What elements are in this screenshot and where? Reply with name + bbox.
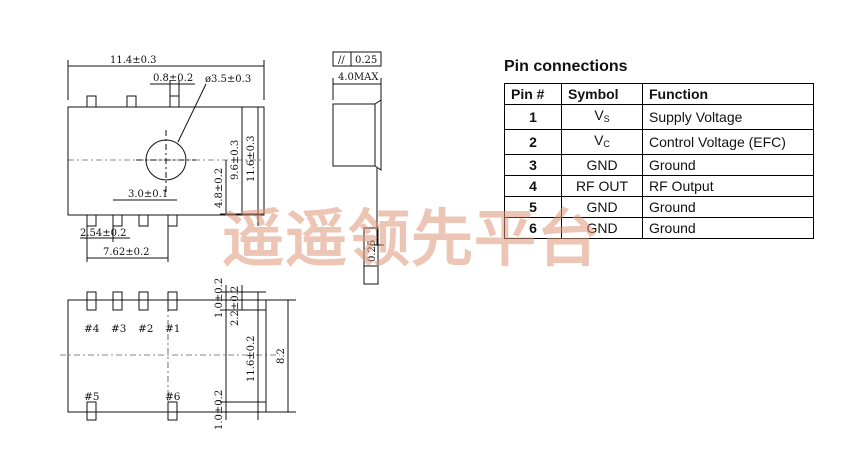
pin-label: #1: [165, 323, 180, 335]
watermark: 遥遥领先平台: [222, 202, 601, 275]
bottom-pin: [167, 214, 178, 227]
dim-parallel-tol: 0.25: [355, 55, 377, 66]
dim-inner: 8.2: [276, 348, 287, 364]
dim-pin-len-top: 1.0±0.2: [214, 278, 225, 318]
table-header-row: Pin # Symbol Function: [504, 83, 814, 105]
table-row: 1 VS Supply Voltage: [504, 104, 814, 130]
dim-pitch: 2.54±0.2: [80, 228, 127, 239]
col-header-pin: Pin #: [504, 83, 562, 105]
cell-symbol: GND: [561, 154, 643, 176]
bottom-view-body: [67, 299, 267, 413]
bottom-pin-pad: [167, 401, 178, 421]
table-row: 6 GND Ground: [504, 217, 814, 239]
cell-function: Ground: [642, 217, 814, 239]
cell-symbol: VS: [561, 104, 643, 130]
table-row: 4 RF OUT RF Output: [504, 175, 814, 197]
bottom-pin: [112, 214, 123, 227]
dim-height-11-6: 11.6±0.3: [246, 135, 257, 182]
pin-label: #5: [84, 391, 99, 403]
pin-label: #3: [111, 323, 126, 335]
cell-symbol: GND: [561, 217, 643, 239]
cell-function: Control Voltage (EFC): [642, 129, 814, 155]
cell-pin: 3: [504, 154, 562, 176]
parallel-symbol: //: [338, 55, 345, 66]
table-row: 2 VC Control Voltage (EFC): [504, 129, 814, 155]
bottom-pin-pad: [112, 291, 123, 311]
bottom-pin-pad: [86, 291, 97, 311]
top-pin: [86, 95, 97, 108]
top-pin: [169, 95, 180, 108]
top-view-body: [67, 106, 265, 216]
side-view-body: [332, 103, 376, 167]
dim-height-9-6: 9.6±0.3: [230, 140, 241, 180]
col-header-function: Function: [642, 83, 814, 105]
cell-symbol: VC: [561, 129, 643, 155]
section-title: Pin connections: [504, 58, 628, 75]
flatness-tolerance-frame: [363, 227, 379, 285]
dim-span: 7.62±0.2: [103, 247, 150, 258]
dim-height-4-8: 4.8±0.2: [214, 168, 225, 208]
pin-label: #2: [138, 323, 153, 335]
pin-label: #6: [165, 391, 181, 403]
dim-width: 11.4±0.3: [110, 55, 157, 66]
bottom-pin-pad: [86, 401, 97, 421]
dim-pin-len-bottom: 1.0±0.2: [214, 390, 225, 430]
dim-hole: ø3.5±0.3: [205, 74, 251, 85]
cell-pin: 2: [504, 129, 562, 155]
dim-flat-tol: 0.25: [367, 240, 378, 262]
pin-table: Pin # Symbol Function 1 VS Supply Voltag…: [504, 83, 814, 239]
pin-label: #4: [84, 323, 100, 335]
dim-pin-len-top2: 2.2±0.2: [230, 286, 241, 326]
col-header-symbol: Symbol: [561, 83, 643, 105]
parallel-tolerance-frame: [332, 51, 382, 67]
dim-body-height: 11.6±0.2: [246, 335, 257, 382]
cell-function: RF Output: [642, 175, 814, 197]
dim-thickness: 4.0MAX: [338, 72, 379, 83]
cell-function: Ground: [642, 154, 814, 176]
dim-pin-width: 3.0±0.1: [128, 189, 168, 200]
cell-function: Supply Voltage: [642, 104, 814, 130]
bottom-pin: [138, 214, 149, 227]
cell-function: Ground: [642, 196, 814, 218]
table-row: 5 GND Ground: [504, 196, 814, 218]
bottom-pin-pad: [167, 291, 178, 311]
table-row: 3 GND Ground: [504, 154, 814, 176]
bottom-pin-pad: [138, 291, 149, 311]
cell-pin: 1: [504, 104, 562, 130]
dim-pin-offset: 0.8±0.2: [153, 73, 193, 84]
top-pin: [126, 95, 137, 108]
bottom-pin: [86, 214, 97, 227]
